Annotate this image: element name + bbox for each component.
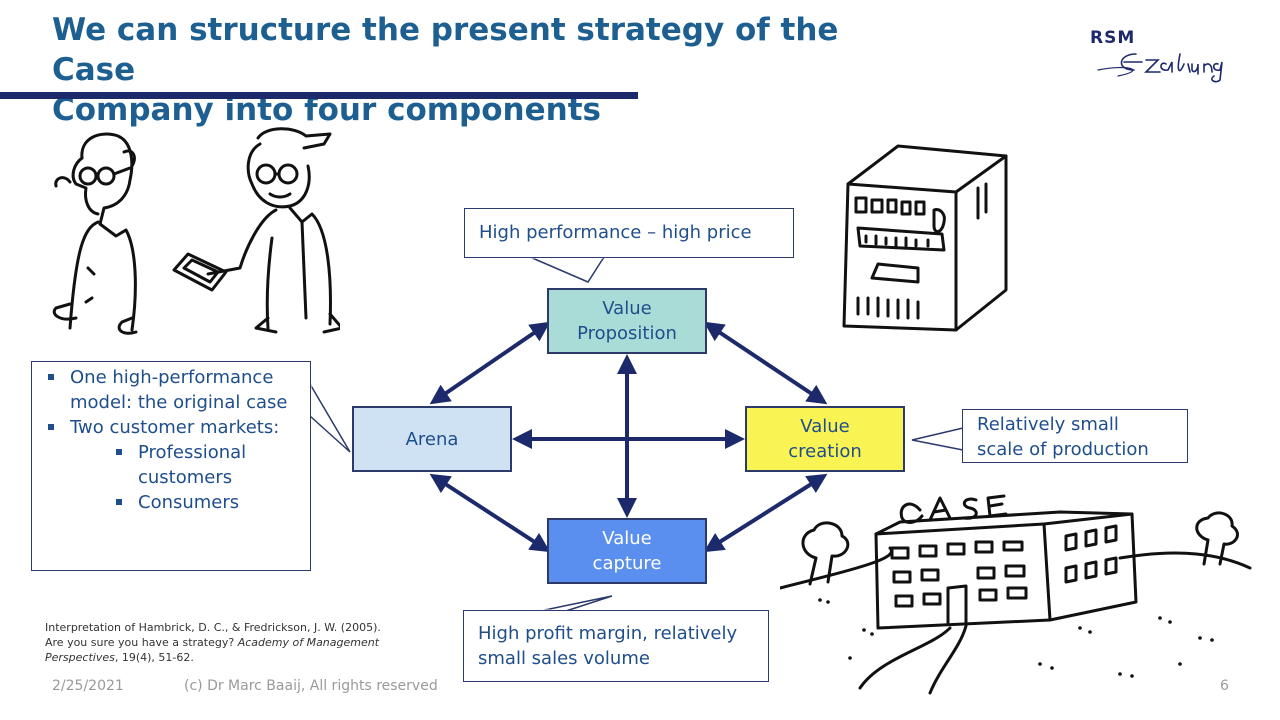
node-value-proposition: Value Proposition <box>547 288 707 354</box>
footer-copyright: (c) Dr Marc Baaij, All rights reserved <box>184 678 438 694</box>
list-item-text: Two customer markets: <box>70 417 280 438</box>
node-value-creation: Value creation <box>745 406 905 472</box>
rsm-logo: RSM <box>1088 24 1238 84</box>
sub-list-item: Professional customers <box>70 440 300 490</box>
citation-question: Are you sure you have a strategy? <box>45 636 235 649</box>
pc-tower-icon <box>842 144 1008 332</box>
citation: Interpretation of Hambrick, D. C., & Fre… <box>45 620 435 665</box>
arena-bullet-list: One high-performance model: the original… <box>42 365 300 515</box>
callout-high-performance: High performance – high price <box>464 208 794 258</box>
callout-right-pointer <box>911 427 964 451</box>
citation-line2: Are you sure you have a strategy? Academ… <box>45 635 435 650</box>
callout-bottom-line2: small sales volume <box>478 648 650 669</box>
arrow-vp-arena <box>429 321 551 405</box>
node-vcr-line2: creation <box>788 441 862 462</box>
node-vca-line2: capture <box>592 553 662 574</box>
citation-line1: Interpretation of Hambrick, D. C., & Fre… <box>45 621 381 634</box>
title-underline <box>0 92 638 99</box>
callout-right-line1: Relatively small <box>977 414 1119 435</box>
citation-journal-end: Perspectives <box>45 651 115 664</box>
case-company-building-icon <box>780 494 1252 695</box>
list-item: Two customer markets: Professional custo… <box>42 415 300 515</box>
callout-bottom-pointer <box>539 595 613 612</box>
callout-top-text: High performance – high price <box>479 222 752 243</box>
footer-date: 2/25/2021 <box>52 678 124 694</box>
citation-journal: Academy of Management <box>237 636 380 649</box>
callout-left-pointer <box>309 383 351 453</box>
node-value-capture: Value capture <box>547 518 707 584</box>
callout-bottom-line1: High profit margin, relatively <box>478 623 738 644</box>
callout-right-line2: scale of production <box>977 439 1149 460</box>
list-item: One high-performance model: the original… <box>42 365 300 415</box>
title-line-1: We can structure the present strategy of… <box>52 12 839 88</box>
citation-volume: , 19(4), 51-62. <box>114 651 194 664</box>
node-vcr-line1: Value <box>800 416 850 437</box>
node-vp-line2: Proposition <box>577 323 677 344</box>
arrow-vcr-vca <box>703 473 828 553</box>
callout-small-scale: Relatively small scale of production <box>962 409 1188 463</box>
callout-arena-details: One high-performance model: the original… <box>31 361 311 571</box>
arrow-vp-vcr <box>703 321 828 405</box>
node-arena-label: Arena <box>405 428 459 450</box>
citation-line3: Perspectives, 19(4), 51-62. <box>45 650 435 665</box>
page-number: 6 <box>1220 678 1229 694</box>
node-vca-line1: Value <box>602 528 652 549</box>
callout-top-pointer <box>529 256 605 283</box>
logo-script-icon <box>1097 53 1223 83</box>
two-men-handing-device-icon <box>52 127 340 335</box>
arrow-arena-vca <box>429 473 551 553</box>
callout-profit-margin: High profit margin, relatively small sal… <box>463 610 769 682</box>
node-vp-line1: Value <box>602 298 652 319</box>
node-arena: Arena <box>352 406 512 472</box>
sub-list-item: Consumers <box>70 490 300 515</box>
logo-text: RSM <box>1090 28 1136 48</box>
